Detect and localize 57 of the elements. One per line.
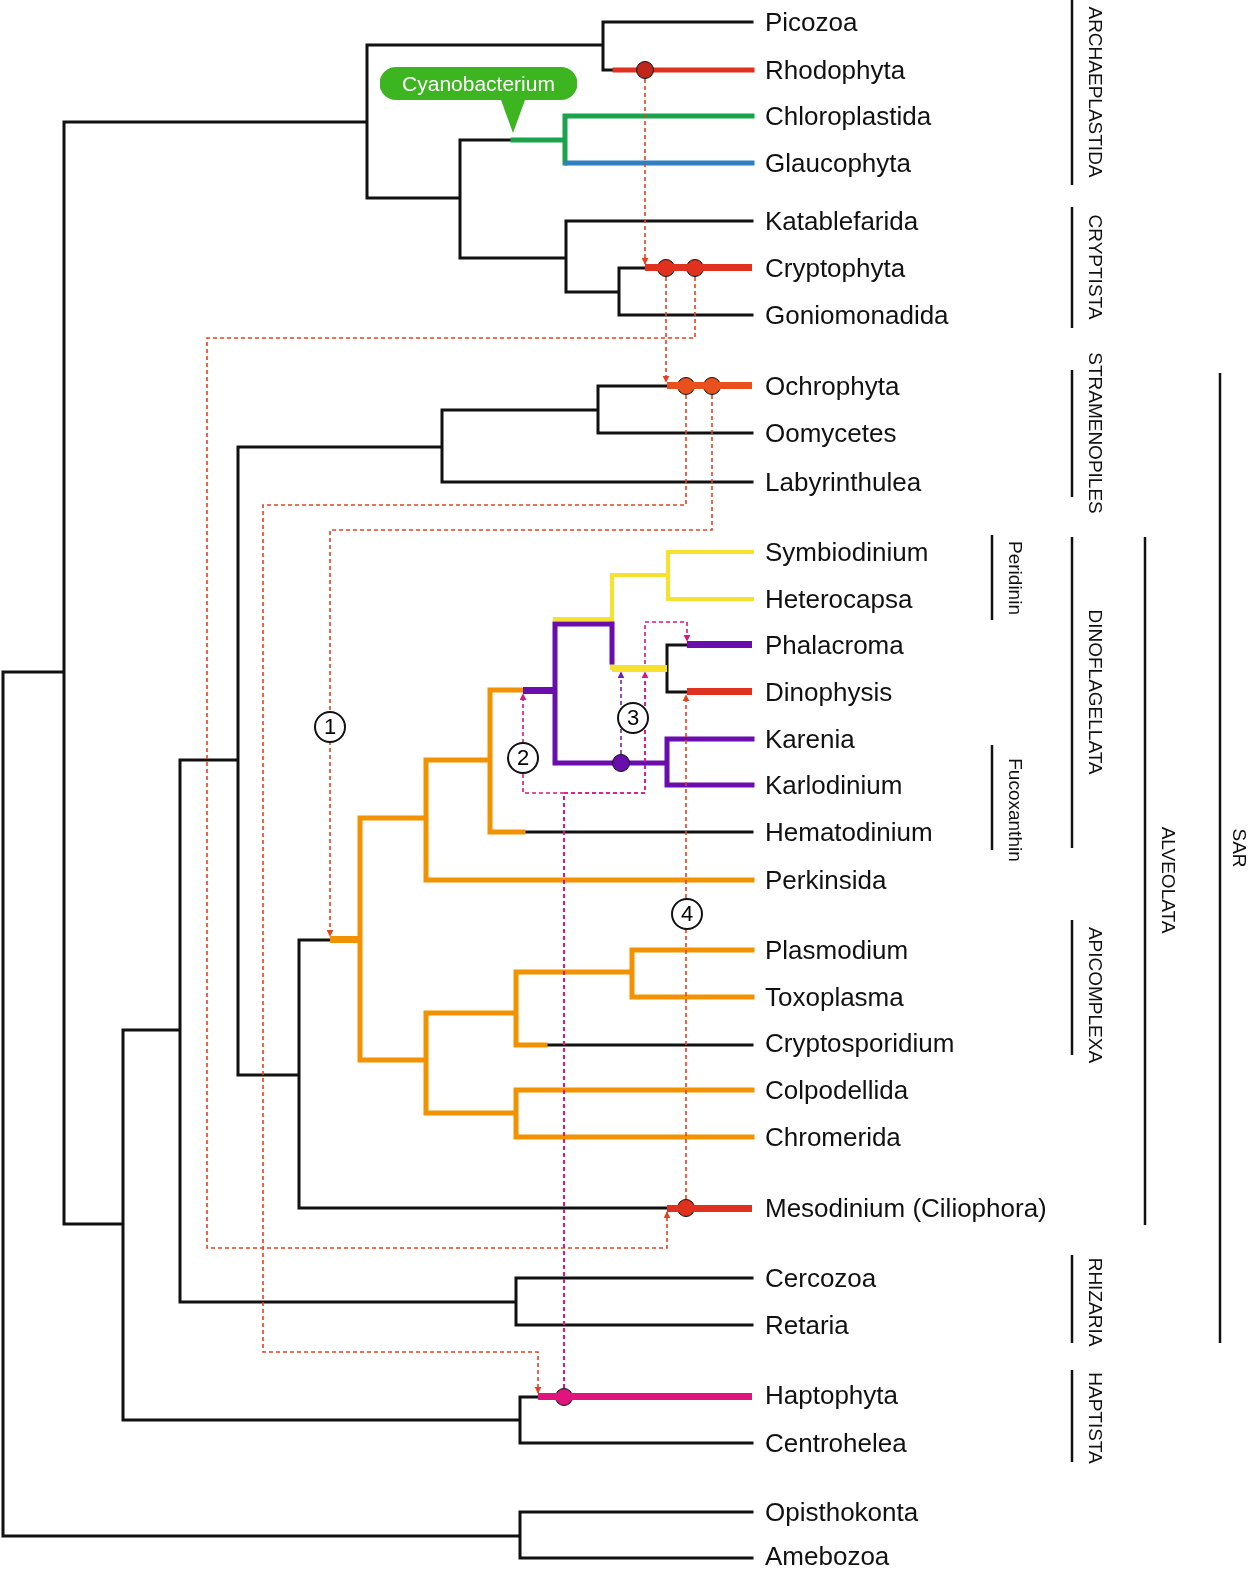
branch-segment: [523, 687, 555, 694]
taxon-name: Glaucophyta: [765, 148, 911, 178]
branch-segment: [687, 688, 752, 695]
taxon-name: Dinophysis: [765, 677, 893, 707]
branch-segment: [667, 382, 752, 389]
group-label: DINOFLAGELLATA: [1084, 609, 1106, 775]
taxon-name: Ochrophyta: [765, 371, 900, 401]
group-label: CRYPTISTA: [1084, 214, 1106, 320]
taxon-name: Retaria: [765, 1310, 849, 1340]
group-label: HAPTISTA: [1084, 1372, 1106, 1464]
taxon-name: Cercozoa: [765, 1263, 877, 1293]
taxon-name: Chloroplastida: [765, 101, 932, 131]
group-label: APICOMPLEXA: [1084, 926, 1106, 1064]
branch-segment: [687, 641, 752, 648]
taxon-name: Opisthokonta: [765, 1497, 919, 1527]
branch-segment: [330, 936, 360, 943]
group-label: ARCHAEPLASTIDA: [1084, 6, 1106, 178]
taxon-name: Heterocapsa: [765, 584, 913, 614]
taxon-name: Plasmodium: [765, 935, 909, 965]
taxon-name: Phalacroma: [765, 630, 904, 660]
callout-number: 1: [314, 711, 346, 743]
group-label: RHIZARIA: [1084, 1257, 1106, 1347]
group-label: SAR: [1228, 828, 1250, 868]
taxon-name: Chromerida: [765, 1122, 901, 1152]
taxon-name: Centrohelea: [765, 1428, 907, 1458]
taxon-name: Goniomonadida: [765, 300, 949, 330]
group-label: ALVEOLATA: [1157, 826, 1179, 934]
group-label: Fucoxanthin: [1004, 758, 1026, 862]
taxon-name: Karenia: [765, 724, 855, 754]
branch-dot: [636, 61, 654, 79]
taxon-name: Cryptophyta: [765, 253, 906, 283]
group-label: Peridinin: [1004, 541, 1026, 615]
taxon-name: Hematodinium: [765, 817, 933, 847]
branch-segment: [612, 665, 667, 672]
branch-segment: [667, 1205, 752, 1212]
branch-segment: [538, 1393, 752, 1400]
taxon-name: Labyrinthulea: [765, 467, 922, 497]
taxon-name: Haptophyta: [765, 1380, 898, 1410]
taxon-name: Symbiodinium: [765, 537, 929, 567]
callout-balloon: Cyanobacterium: [380, 67, 577, 133]
taxon-name: Colpodellida: [765, 1075, 909, 1105]
taxon-name: Karlodinium: [765, 770, 903, 800]
taxon-name: Toxoplasma: [765, 982, 904, 1012]
taxon-name: Amebozoa: [765, 1541, 890, 1571]
taxon-name: Oomycetes: [765, 418, 897, 448]
branch-dot: [612, 754, 630, 772]
taxon-name: Mesodinium (Ciliophora): [765, 1193, 1047, 1223]
branch-segment: [645, 264, 752, 271]
taxon-name: Picozoa: [765, 7, 858, 37]
taxon-name: Katablefarida: [765, 206, 919, 236]
callout-number: 4: [671, 898, 703, 930]
taxon-name: Rhodophyta: [765, 55, 906, 85]
group-label: STRAMENOPILES: [1084, 352, 1106, 514]
callout-number: 2: [507, 742, 539, 774]
taxon-name: Cryptosporidium: [765, 1028, 955, 1058]
callout-number: 3: [617, 702, 649, 734]
taxon-name: Perkinsida: [765, 865, 887, 895]
